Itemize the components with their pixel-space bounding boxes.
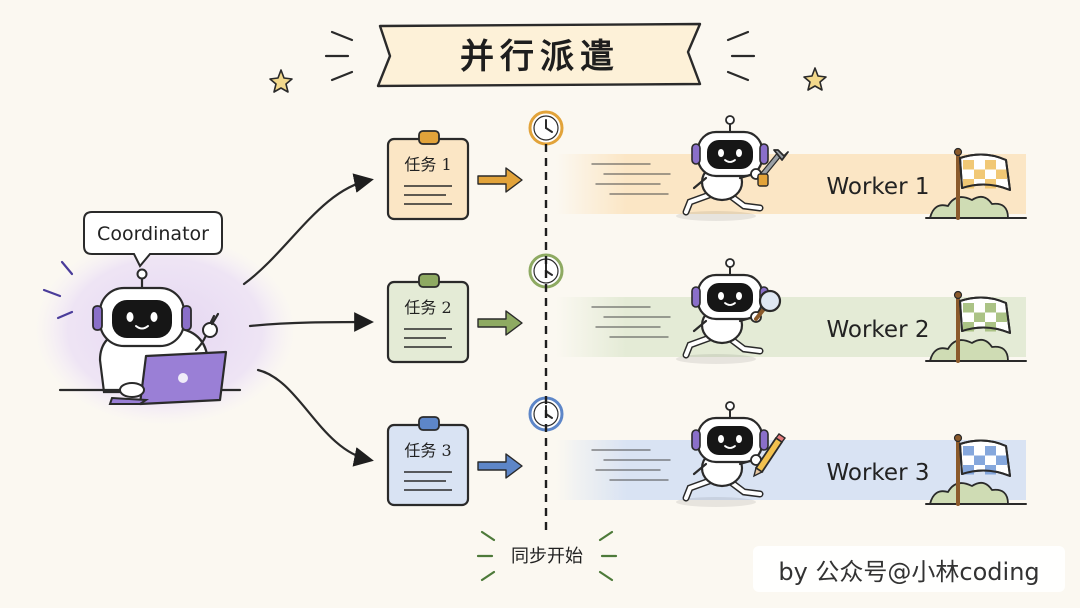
- finish-flag-icon: [953, 290, 1011, 363]
- wrench-icon: [757, 149, 789, 187]
- task-arrow-1: [477, 167, 523, 193]
- dispatch-arrows: [242, 173, 374, 467]
- magnifier-icon: [754, 289, 782, 321]
- ear-icon: [691, 143, 701, 165]
- coordinator: Coordinator: [35, 211, 295, 425]
- ear-icon: [691, 429, 701, 451]
- dispatch-arrow: [256, 368, 374, 467]
- lane-1: 任务 1 Worker 1: [386, 110, 1027, 221]
- credit-watermark: by 公众号@小林coding: [753, 546, 1065, 592]
- ear-icon: [759, 143, 769, 165]
- ear-icon: [181, 305, 192, 331]
- pencil-icon: [752, 433, 787, 478]
- speed-lines: [591, 163, 671, 195]
- lanes: 任务 1 Worker 1 任务 2 Worker 2 任务 3 Worker 3: [386, 110, 1027, 507]
- task-label: 任务 2: [404, 298, 451, 317]
- bush-icon: [925, 338, 1027, 362]
- clip-icon: [418, 416, 440, 431]
- clock-icon: [528, 110, 564, 146]
- bush-icon: [925, 481, 1027, 505]
- worker-robot-2: [676, 258, 782, 364]
- title: 并行派遣: [460, 37, 620, 77]
- coordinator-burst: [42, 260, 74, 320]
- task-card-1: 任务 1: [386, 130, 470, 221]
- clip-icon: [418, 130, 440, 145]
- dispatch-arrow: [248, 312, 374, 332]
- lane-3: 任务 3 Worker 3: [386, 396, 1027, 507]
- sync-burst: [476, 530, 618, 582]
- task-arrow-2: [477, 310, 523, 336]
- ear-icon: [759, 429, 769, 451]
- lane-2: 任务 2 Worker 2: [386, 253, 1027, 364]
- ear-icon: [691, 286, 701, 308]
- task-label: 任务 3: [404, 441, 451, 460]
- task-card-3: 任务 3: [386, 416, 470, 507]
- star-icon: [803, 67, 827, 91]
- laptop-icon: [108, 350, 228, 406]
- worker-robot-3: [676, 401, 787, 507]
- sync-line: 同步开始: [476, 144, 618, 582]
- sync-label: 同步开始: [511, 546, 583, 567]
- task-label: 任务 1: [404, 155, 451, 174]
- coordinator-label: Coordinator: [97, 223, 209, 245]
- worker-label: Worker 3: [827, 460, 930, 486]
- finish-flag-icon: [953, 433, 1011, 506]
- dispatch-arrow: [242, 173, 374, 286]
- worker-label: Worker 1: [827, 174, 930, 200]
- worker-label: Worker 2: [827, 317, 930, 343]
- speed-lines: [591, 449, 671, 481]
- task-card-2: 任务 2: [386, 273, 470, 364]
- star-icon: [269, 69, 293, 93]
- title-burst-right: [726, 30, 756, 82]
- title-burst-left: [324, 30, 354, 82]
- ear-icon: [92, 305, 103, 331]
- finish-flag-icon: [953, 147, 1011, 220]
- bush-icon: [925, 195, 1027, 219]
- title-banner: 并行派遣: [269, 22, 827, 93]
- worker-robot-1: [676, 115, 789, 221]
- clip-icon: [418, 273, 440, 288]
- speed-lines: [591, 306, 671, 338]
- task-arrow-3: [477, 453, 523, 479]
